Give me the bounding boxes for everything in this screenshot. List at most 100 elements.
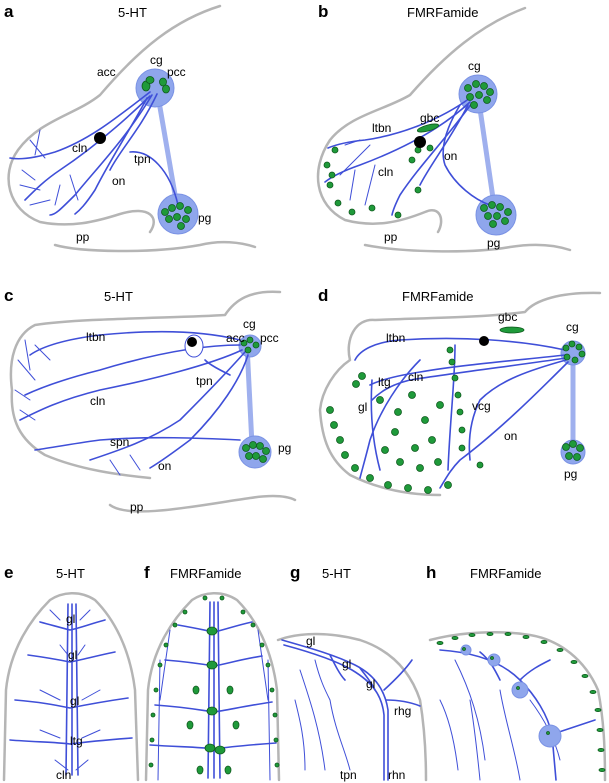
label-g-gl-2: gl	[342, 657, 351, 671]
label-c-tpn: tpn	[196, 374, 213, 388]
label-b-on: on	[444, 149, 457, 163]
label-d-cg: cg	[566, 320, 579, 334]
gbc-cell-b	[416, 123, 440, 133]
label-b-cg: cg	[468, 59, 481, 73]
connective-b	[475, 92, 498, 215]
nerves-b	[324, 97, 491, 216]
label-d-gbc: gbc	[498, 310, 517, 324]
label-a-acc: acc	[97, 65, 116, 79]
panel-letter-c: c	[4, 286, 13, 305]
label-g-gl-1: gl	[306, 634, 315, 648]
eye-d	[479, 336, 489, 346]
cells-b	[323, 80, 512, 228]
panel-letter-e: e	[4, 563, 13, 582]
nerves-d	[354, 337, 569, 489]
label-b-gbc: gbc	[420, 111, 439, 125]
nerves-g	[281, 639, 421, 781]
label-c-on: on	[158, 459, 171, 473]
eye-b	[414, 136, 426, 148]
panel-b: b FMRFamide	[316, 2, 572, 253]
label-c-acc: acc	[226, 331, 245, 345]
cells-d	[326, 340, 586, 494]
label-b-pp: pp	[384, 230, 398, 244]
panel-a: a 5-HT ac	[4, 2, 257, 253]
eye-a	[94, 132, 106, 144]
label-e-cln: cln	[56, 768, 71, 782]
panel-title-e: 5-HT	[56, 566, 85, 581]
label-c-cg: cg	[243, 317, 256, 331]
panel-letter-b: b	[318, 2, 328, 21]
foot-outline-b	[363, 243, 572, 253]
cells-a	[141, 76, 192, 230]
label-c-pp: pp	[130, 500, 144, 514]
label-g-gl-3: gl	[366, 677, 375, 691]
panel-g: g 5-HT gl gl gl rhg tpn rhn	[276, 563, 428, 782]
label-e-ltg: ltg	[70, 734, 83, 748]
label-e-gl-2: gl	[68, 648, 77, 662]
label-c-pcc: pcc	[260, 331, 279, 345]
foot-outline-a	[53, 240, 257, 253]
cells-c	[240, 336, 270, 463]
label-a-cln: cln	[72, 141, 87, 155]
label-g-tpn: tpn	[340, 768, 357, 782]
foot-outline-c	[108, 494, 297, 513]
label-d-ltg: ltg	[378, 375, 391, 389]
label-e-gl-1: gl	[66, 612, 75, 626]
panel-d: d FMRFamide	[318, 286, 602, 497]
label-d-cln: cln	[408, 370, 423, 384]
nerves-a	[9, 91, 179, 216]
panel-title-b: FMRFamide	[407, 5, 479, 20]
panel-letter-d: d	[318, 286, 328, 305]
panel-h: h FMRFamide	[426, 563, 607, 782]
label-a-cg: cg	[150, 53, 163, 67]
label-d-gl: gl	[358, 400, 367, 414]
nerves-c	[14, 330, 249, 476]
panel-letter-f: f	[144, 563, 150, 582]
label-d-pg: pg	[564, 467, 577, 481]
label-c-cln: cln	[90, 394, 105, 408]
body-outline-g	[276, 632, 428, 782]
cells-h	[436, 632, 606, 773]
label-d-ltbn: ltbn	[386, 331, 405, 345]
label-e-gl-3: gl	[70, 694, 79, 708]
nerves-e	[9, 603, 133, 776]
ganglion-h-2	[487, 653, 501, 667]
label-b-pg: pg	[487, 236, 500, 250]
body-outline-d	[318, 291, 602, 497]
label-g-rhg: rhg	[394, 704, 411, 718]
ganglion-h-3	[511, 681, 529, 699]
label-b-ltbn: ltbn	[372, 121, 391, 135]
label-c-spn: spn	[110, 435, 129, 449]
body-outline-b	[316, 6, 527, 234]
panel-title-h: FMRFamide	[470, 566, 542, 581]
panel-f: f FMRFamide	[144, 563, 281, 782]
body-outline-a	[7, 4, 222, 234]
panel-letter-h: h	[426, 563, 436, 582]
label-a-on: on	[112, 174, 125, 188]
label-c-ltbn: ltbn	[86, 330, 105, 344]
label-d-vcg: vcg	[472, 399, 491, 413]
panel-title-f: FMRFamide	[170, 566, 242, 581]
panel-letter-a: a	[4, 2, 14, 21]
label-a-pg: pg	[198, 211, 211, 225]
gbc-cell-d	[499, 326, 525, 334]
panel-letter-g: g	[290, 563, 300, 582]
connective-c	[244, 342, 255, 448]
panel-title-d: FMRFamide	[402, 289, 474, 304]
label-c-pg: pg	[278, 441, 291, 455]
body-outline-c	[9, 290, 282, 480]
label-b-cln: cln	[378, 165, 393, 179]
body-outline-e	[2, 592, 140, 782]
body-outline-f	[144, 592, 281, 782]
panel-c: c 5-HT ltbn acc cg pcc	[4, 286, 297, 514]
cells-f	[148, 595, 280, 775]
eye-c	[187, 337, 197, 347]
ganglion-h-4	[538, 724, 562, 748]
panel-e: e 5-HT gl gl gl ltg cln	[2, 563, 140, 782]
nerves-h	[439, 649, 596, 781]
label-a-pcc: pcc	[167, 65, 186, 79]
panel-title-c: 5-HT	[104, 289, 133, 304]
label-a-tpn: tpn	[134, 152, 151, 166]
